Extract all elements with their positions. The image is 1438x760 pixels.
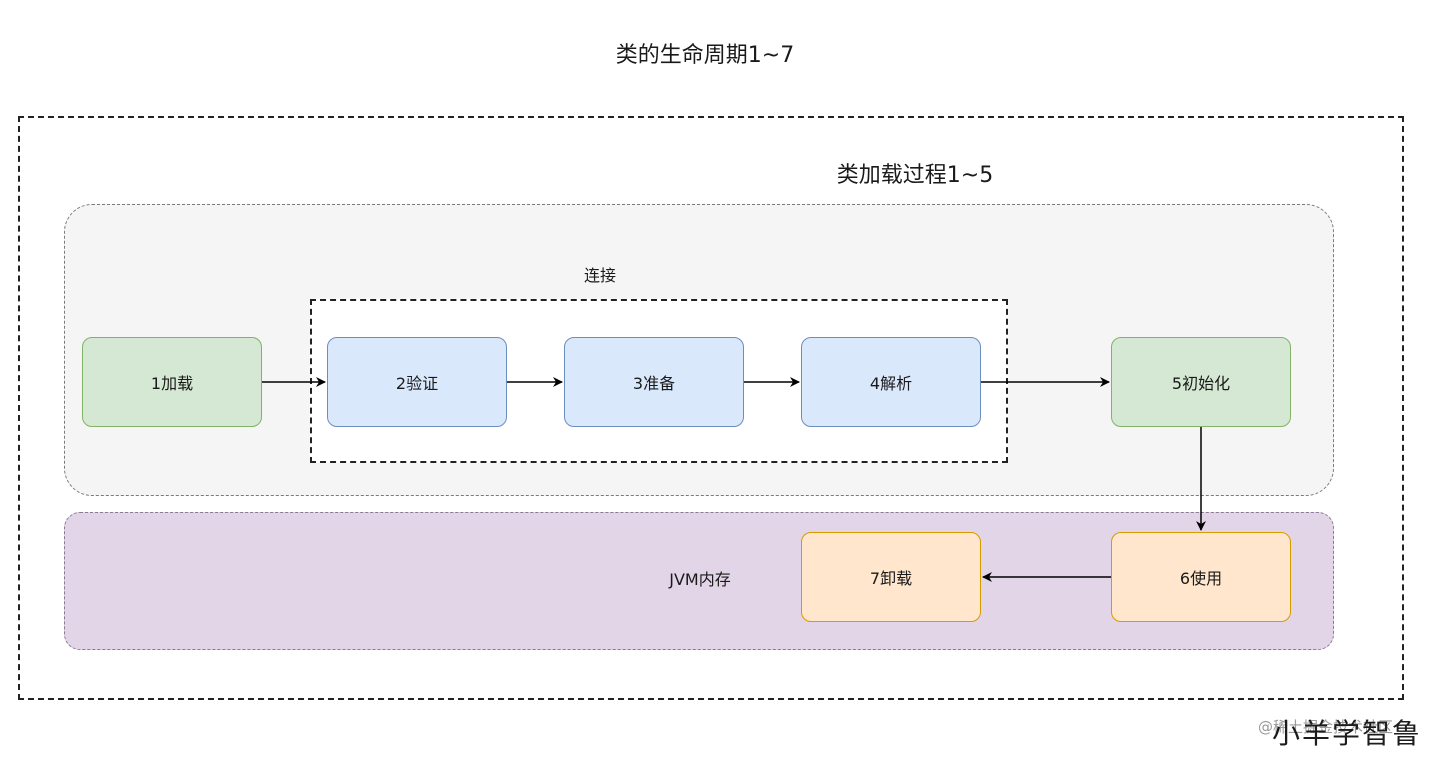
step-unload: 7卸载	[801, 532, 981, 622]
connect-label: 连接	[583, 266, 616, 285]
step-initialize: 5初始化	[1111, 337, 1291, 427]
step-load: 1加载	[82, 337, 262, 427]
diagram-title: 类的生命周期1~7	[615, 43, 795, 68]
step-resolve: 4解析	[801, 337, 981, 427]
step-prepare: 3准备	[564, 337, 744, 427]
step-use: 6使用	[1111, 532, 1291, 622]
step-verify: 2验证	[327, 337, 507, 427]
class-loading-title: 类加载过程1~5	[836, 163, 994, 188]
author-signature: 小羊学智鲁	[1272, 717, 1423, 750]
lifecycle-frame	[18, 116, 1404, 700]
jvm-memory-label: JVM内存	[669, 570, 731, 589]
watermark: @稀土掘金技术社区	[1258, 718, 1394, 736]
